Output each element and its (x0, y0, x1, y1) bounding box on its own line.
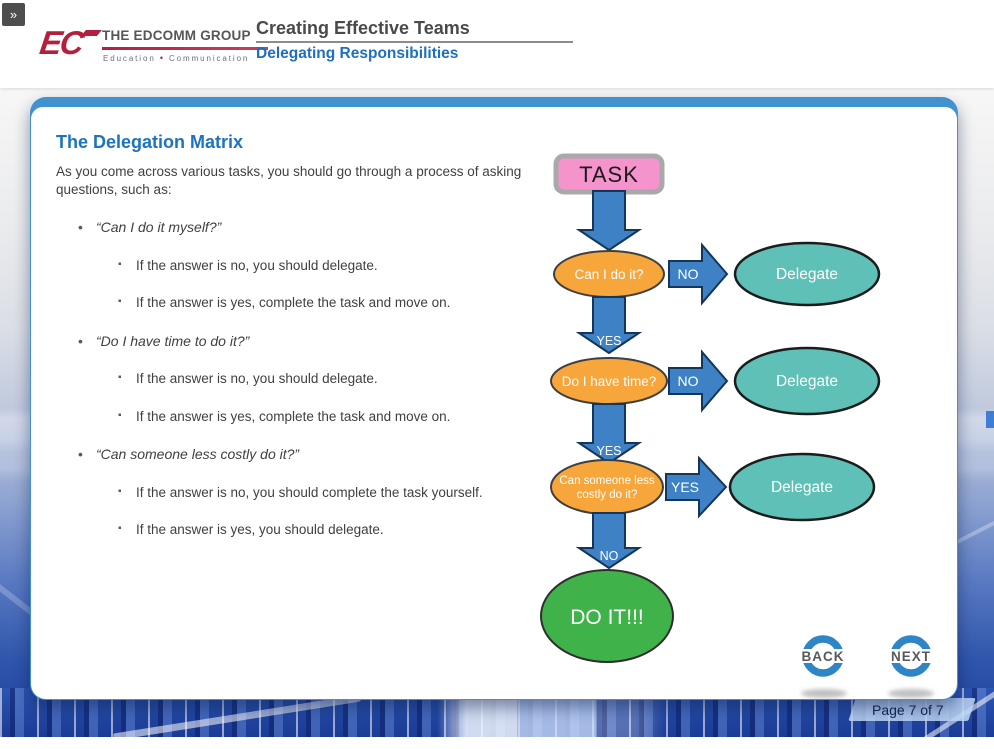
question1-label: Can I do it? (574, 267, 643, 282)
sidebar-expand-button[interactable]: » (2, 3, 25, 26)
right-arrow-no-1-label: NO (678, 266, 699, 282)
delegate2-label: Delegate (776, 373, 838, 390)
next-button-shadow (888, 689, 934, 698)
answer-bullet: If the answer is no, you should delegate… (56, 369, 526, 388)
answer-bullet: If the answer is yes, complete the task … (56, 407, 526, 426)
course-title: Creating Effective Teams (256, 18, 470, 38)
right-arrow-no-2-label: NO (678, 373, 699, 389)
right-arrow-yes-3 (665, 455, 728, 519)
page-indicator: Page 7 of 7 (872, 702, 944, 718)
question-bullet: “Do I have time to do it?” (56, 333, 526, 351)
edcomm-logo-tagline: Education • Communication (103, 53, 249, 63)
answer-bullet: If the answer is yes, you should delegat… (56, 520, 526, 539)
back-button-label: BACK (802, 649, 845, 664)
right-arrow-yes-3-label: YES (671, 479, 699, 495)
edcomm-logo-name: THE EDCOMM GROUP (102, 28, 251, 43)
down-arrow-1 (575, 190, 643, 252)
next-button[interactable]: NEXT (885, 632, 937, 682)
down-arrow-yes-3-label: YES (596, 444, 621, 458)
delegate3-ellipse (728, 452, 876, 522)
down-arrow-yes-2-label: YES (596, 334, 621, 348)
back-button-band (797, 649, 849, 663)
delegate3-label: Delegate (771, 479, 833, 496)
down-arrow-no-4 (575, 512, 643, 570)
slide-card-body: The Delegation Matrix As you come across… (31, 107, 957, 699)
lesson-title: Delegating Responsibilities (256, 45, 459, 62)
tagline-dot: • (159, 53, 165, 63)
delegate1-label: Delegate (776, 266, 838, 283)
task-box-label: TASK (579, 162, 639, 187)
right-arrow-no-2 (668, 349, 729, 413)
down-arrow-yes-3 (575, 403, 643, 465)
answer-bullet: If the answer is yes, complete the task … (56, 293, 526, 312)
do-it-ellipse (540, 569, 674, 663)
header-bar: EC THE EDCOMM GROUP Education • Communic… (0, 0, 994, 88)
edge-notch (986, 411, 994, 428)
down-arrow-yes-2 (575, 296, 643, 355)
answer-bullet: If the answer is no, you should complete… (56, 483, 526, 502)
question-bullet: “Can someone less costly do it?” (56, 446, 526, 464)
next-button-band (885, 649, 937, 663)
back-button-shadow (801, 689, 847, 698)
slide-card: The Delegation Matrix As you come across… (30, 97, 958, 700)
answer-bullet: If the answer is no, you should delegate… (56, 256, 526, 275)
tagline-right: Communication (169, 54, 250, 63)
back-button[interactable]: BACK (797, 632, 849, 682)
down-arrow-no-4-label: NO (600, 549, 619, 563)
header-divider (256, 41, 573, 43)
question-bullet: “Can I do it myself?” (56, 219, 526, 237)
delegate1-ellipse (733, 241, 881, 307)
edcomm-logo: EC THE EDCOMM GROUP Education • Communic… (37, 22, 268, 72)
question2-label: Do I have time? (562, 374, 657, 389)
do-it-label: DO IT!!! (570, 606, 644, 629)
slide-title: The Delegation Matrix (56, 132, 244, 152)
logo-divider (102, 47, 268, 50)
right-arrow-no-1 (668, 242, 729, 306)
edcomm-logo-mark: EC (37, 24, 85, 61)
question3-label-line1: Can someone less (559, 475, 654, 487)
slide-text-content: As you come across various tasks, you sh… (56, 163, 526, 539)
next-button-label: NEXT (891, 649, 931, 664)
question3-ellipse (550, 459, 664, 515)
delegation-flowchart: TASK Can I do it? NO Delegate YES Do I h… (540, 153, 881, 663)
intro-paragraph: As you come across various tasks, you sh… (56, 164, 522, 197)
question3-label-line2: costly do it? (577, 489, 638, 501)
tagline-left: Education (103, 54, 156, 63)
delegate2-ellipse (733, 346, 881, 416)
